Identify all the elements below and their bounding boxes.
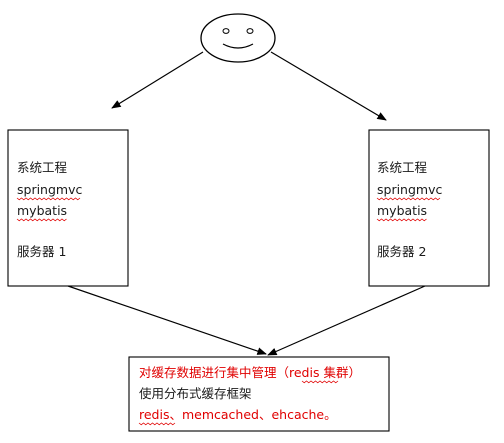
arrow-right-server-to-cache xyxy=(267,285,426,356)
server-1-springmvc-label: springmvc xyxy=(17,182,82,197)
server-1-name-label: 服务器 1 xyxy=(17,244,66,259)
server-2-springmvc-label: springmvc xyxy=(377,182,442,197)
server-1-box: 系统工程 springmvc mybatis 服务器 1 xyxy=(7,129,129,287)
spellcheck-underline xyxy=(16,197,81,201)
arrow-user-to-left-server xyxy=(111,51,204,109)
user-smiley-icon xyxy=(200,13,276,63)
cache-framework-label: 使用分布式缓存框架 xyxy=(139,386,252,401)
server-2-system-label: 系统工程 xyxy=(377,160,428,175)
server-1-mybatis-label: mybatis xyxy=(17,203,67,218)
spellcheck-underline xyxy=(376,197,441,201)
server-2-mybatis-label: mybatis xyxy=(377,203,427,218)
server-1-system-label: 系统工程 xyxy=(17,160,68,175)
spellcheck-underline xyxy=(16,218,67,222)
cache-cluster-box: 对缓存数据进行集中管理（redis 集群） 使用分布式缓存框架 redis、me… xyxy=(128,356,390,432)
cache-management-label: 对缓存数据进行集中管理（redis 集群） xyxy=(139,365,361,380)
arrow-left-server-to-cache xyxy=(67,285,267,355)
server-2-name-label: 服务器 2 xyxy=(377,244,426,259)
cache-frameworks-list: redis、memcached、ehcache。 xyxy=(139,407,337,422)
arrow-user-to-right-server xyxy=(270,51,387,121)
spellcheck-underline xyxy=(376,218,427,222)
spellcheck-underline xyxy=(301,380,339,384)
spellcheck-underline xyxy=(138,422,176,426)
server-2-box: 系统工程 springmvc mybatis 服务器 2 xyxy=(368,129,490,287)
